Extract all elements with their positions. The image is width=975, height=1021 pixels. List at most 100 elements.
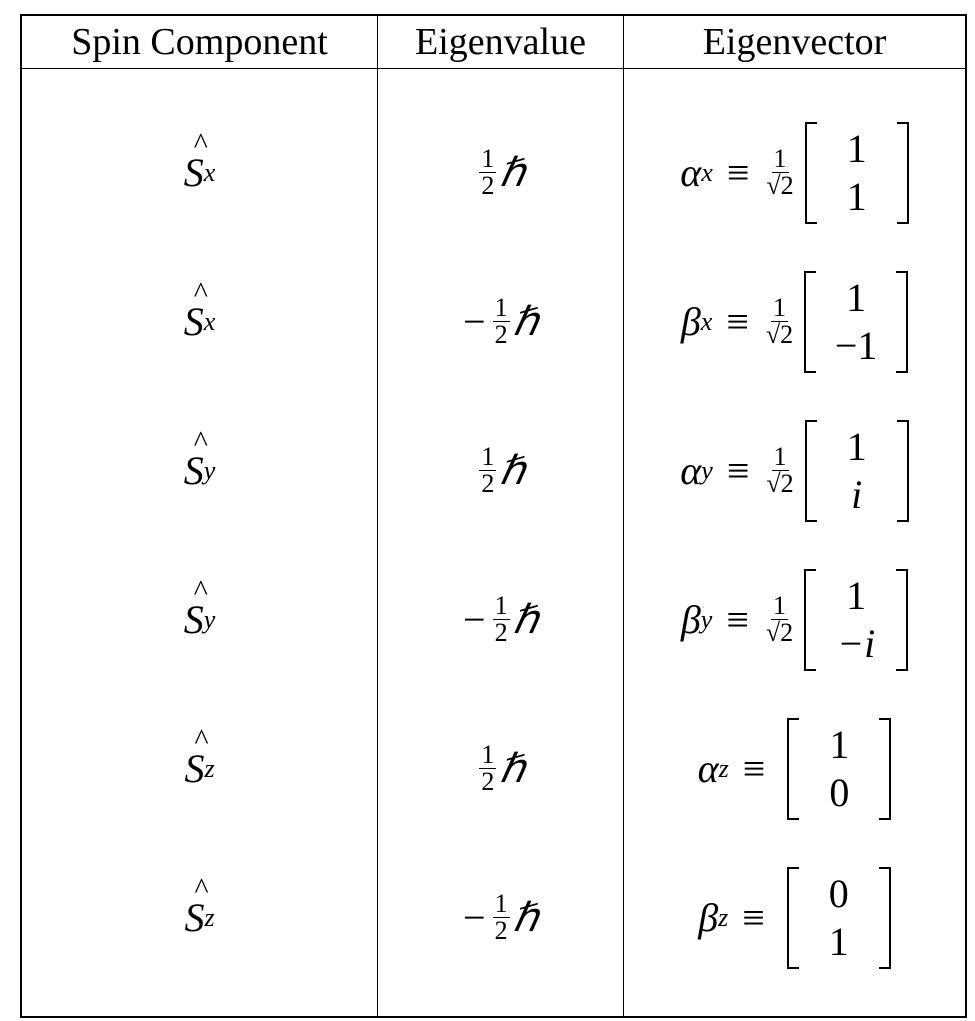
fraction-denominator: √2 (765, 320, 794, 349)
fraction-denominator: 2 (481, 171, 495, 200)
fraction-numerator: 1 (771, 293, 789, 322)
operator-symbol: S (184, 127, 208, 196)
vector-entry: −i (837, 620, 876, 666)
fraction-numerator: 1 (492, 293, 510, 322)
fraction-numerator: 1 (479, 740, 497, 769)
fraction-numerator: 1 (492, 889, 510, 918)
operator-symbol: S (184, 872, 208, 941)
fraction-denominator: √2 (766, 171, 794, 200)
normalization-fraction: 1√2 (766, 146, 793, 199)
column-divider (623, 16, 624, 1016)
fraction-denominator: 2 (494, 618, 508, 647)
vector-entry: −1 (834, 322, 878, 368)
operator-symbol: S (184, 723, 208, 792)
vector-entries: 1−i (816, 572, 896, 668)
left-bracket (804, 121, 817, 224)
operator-subscript: y (203, 604, 216, 634)
eigenvector-name: β (680, 299, 701, 344)
header-eigenvalue: Eigenvalue (415, 21, 586, 63)
fraction-denominator: 2 (481, 767, 495, 796)
operator-subscript: z (204, 753, 215, 783)
left-bracket (786, 866, 799, 969)
eigenvector-subscript: z (718, 902, 729, 932)
hbar-symbol: ℏ (512, 895, 538, 940)
operator-symbol: S (184, 276, 208, 345)
left-bracket (804, 568, 817, 671)
hbar-symbol: ℏ (499, 746, 525, 791)
equiv-symbol: ≡ (726, 150, 750, 195)
operator-subscript: y (203, 455, 216, 485)
eigenvalue-sign: − (463, 597, 486, 642)
vector-entry: 1 (846, 572, 867, 618)
vector-entry: i (851, 471, 863, 517)
equiv-symbol: ≡ (742, 746, 766, 791)
right-bracket (878, 866, 891, 969)
vector-entry: 1 (846, 274, 867, 320)
equiv-symbol: ≡ (726, 448, 750, 493)
normalization-fraction: 1√2 (766, 593, 793, 646)
eigenvector-subscript: y (700, 604, 713, 634)
operator-symbol: S (184, 574, 208, 643)
equiv-symbol: ≡ (742, 895, 765, 940)
normalization-fraction: 1√2 (766, 295, 793, 348)
vector-entry: 1 (829, 721, 850, 767)
column-vector: 1−i (804, 568, 909, 671)
eigenvector-subscript: x (700, 306, 713, 336)
fraction-denominator: 2 (494, 916, 508, 945)
header-eigenvector: Eigenvector (702, 21, 887, 63)
fraction-denominator: 2 (481, 469, 495, 498)
eigenvector-subscript: z (718, 753, 729, 783)
spin-operator-cell: Sx (22, 247, 377, 396)
right-bracket (896, 419, 909, 522)
right-bracket (896, 270, 909, 373)
eigenvector-name: β (680, 597, 701, 642)
left-bracket (804, 419, 817, 522)
hbar-symbol: ℏ (499, 448, 525, 493)
fraction-denominator: 2 (494, 320, 508, 349)
column-vector: 1−1 (804, 270, 909, 373)
eigenvector-name: α (680, 150, 702, 195)
spin-operator-cell: Sx (22, 98, 377, 247)
spin-operator-cell: Sz (22, 843, 377, 992)
operator-symbol: S (184, 425, 208, 494)
equiv-symbol: ≡ (726, 597, 749, 642)
vector-entry: 1 (846, 423, 867, 469)
fraction-numerator: 1 (479, 442, 497, 471)
hbar-symbol: ℏ (512, 299, 538, 344)
eigenvector-name: β (698, 895, 719, 940)
eigenvector-subscript: y (701, 455, 713, 485)
operator-subscript: x (203, 157, 216, 187)
fraction-numerator: 1 (479, 144, 497, 173)
vector-entry: 0 (829, 769, 850, 815)
eigenvector-name: α (680, 448, 702, 493)
vector-entry: 0 (828, 870, 849, 916)
operator-subscript: x (203, 306, 216, 336)
eigenvector-subscript: x (701, 157, 713, 187)
hbar-symbol: ℏ (499, 150, 525, 195)
column-divider (377, 16, 378, 1016)
operator-subscript: z (204, 902, 215, 932)
eigenvector-name: α (697, 746, 719, 791)
